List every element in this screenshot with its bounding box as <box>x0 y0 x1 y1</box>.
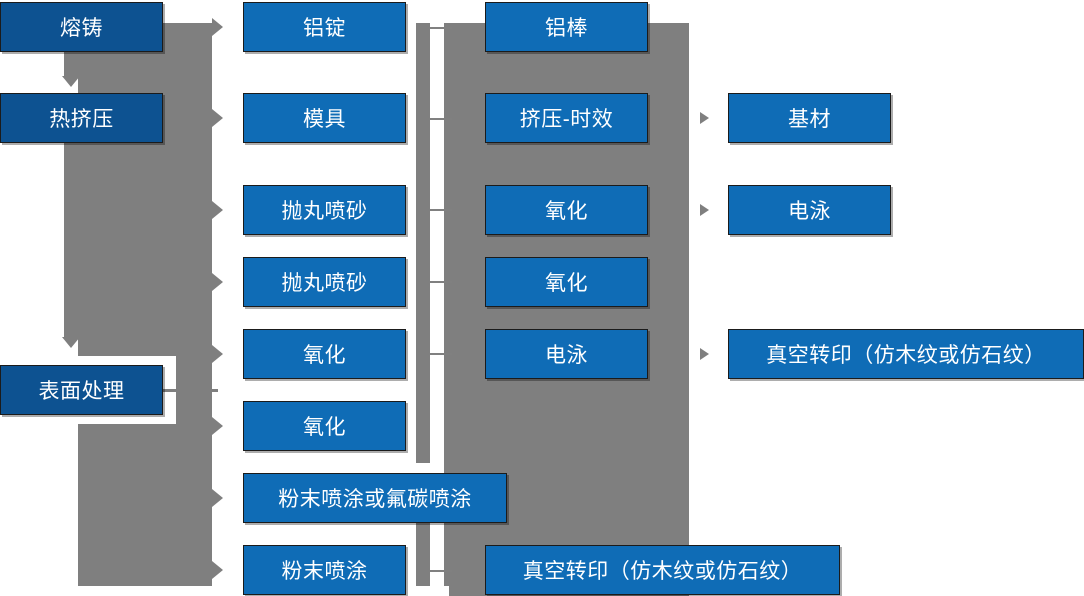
process-box-oxidation-1[interactable]: 氧化 <box>485 185 648 235</box>
material-box-shot-blasting-2[interactable]: 抛丸喷砂 <box>243 257 406 307</box>
stage-box-melting[interactable]: 熔铸 <box>0 2 163 52</box>
stage-box-surface-treatment[interactable]: 表面处理 <box>0 365 163 415</box>
material-label: 抛丸喷砂 <box>281 200 368 223</box>
connector-tick-4 <box>430 281 452 283</box>
connector-arrow-to-mat-2 <box>212 109 223 127</box>
connector-arrow-to-mat-3 <box>212 201 223 219</box>
connector-riser-gap <box>430 23 444 586</box>
stage-label: 熔铸 <box>60 17 103 40</box>
connector-arrow-to-mat-7 <box>212 489 223 507</box>
process-box-oxidation-2[interactable]: 氧化 <box>485 257 648 307</box>
connector-arrow-to-mat-8 <box>212 561 223 579</box>
connector-stage3-stub-2 <box>163 389 218 392</box>
connector-stage2-to-stage3-shaft <box>64 143 78 339</box>
process-label: 氧化 <box>545 272 588 295</box>
connector-tick-2 <box>430 118 452 120</box>
connector-arrow-to-mat-5 <box>212 345 223 363</box>
process-box-electrophoresis[interactable]: 电泳 <box>485 329 648 379</box>
output-label: 真空转印（仿木纹或仿石纹） <box>766 344 1046 367</box>
connector-arrow-to-mat-1 <box>212 18 223 36</box>
material-label: 抛丸喷砂 <box>281 272 368 295</box>
connector-riser-right <box>444 23 454 586</box>
process-label: 氧化 <box>545 200 588 223</box>
connector-tick-1 <box>430 27 452 29</box>
stage-box-hot-extrusion[interactable]: 热挤压 <box>0 93 163 143</box>
output-label: 基材 <box>788 108 831 131</box>
connector-stage1-to-stage2-arrow <box>62 76 80 87</box>
connector-arrow-to-out-1 <box>700 112 709 124</box>
material-label: 粉末喷涂或氟碳喷涂 <box>278 488 472 511</box>
connector-stage2-to-stage3-arrow <box>62 337 80 348</box>
material-box-aluminum-ingot[interactable]: 铝锭 <box>243 2 406 52</box>
material-label: 铝锭 <box>303 17 346 40</box>
connector-tick-3 <box>430 209 452 211</box>
material-box-oxidation-2[interactable]: 氧化 <box>243 401 406 451</box>
output-label: 电泳 <box>788 200 831 223</box>
material-label: 氧化 <box>303 344 346 367</box>
process-label: 铝棒 <box>545 17 588 40</box>
stage-label: 热挤压 <box>49 108 114 131</box>
connector-arrow-to-mat-4 <box>212 273 223 291</box>
connector-tick-6 <box>430 570 452 572</box>
material-box-powder-coating[interactable]: 粉末喷涂 <box>243 545 406 595</box>
output-box-electrophoresis[interactable]: 电泳 <box>728 185 891 235</box>
connector-arrow-to-mat-6 <box>212 417 223 435</box>
material-label: 粉末喷涂 <box>281 560 368 583</box>
process-box-aluminum-bar[interactable]: 铝棒 <box>485 2 648 52</box>
connector-arrow-to-out-2 <box>700 204 709 216</box>
connector-riser-left <box>416 23 430 586</box>
connector-stage1-to-stage2-shaft <box>64 52 78 78</box>
material-box-oxidation-1[interactable]: 氧化 <box>243 329 406 379</box>
process-label: 真空转印（仿木纹或仿石纹） <box>522 560 803 583</box>
material-label: 氧化 <box>303 416 346 439</box>
material-box-mold[interactable]: 模具 <box>243 93 406 143</box>
process-box-extrusion-aging[interactable]: 挤压-时效 <box>485 93 648 143</box>
material-label: 模具 <box>303 108 346 131</box>
output-box-base-material[interactable]: 基材 <box>728 93 891 143</box>
process-box-vacuum-transfer-print[interactable]: 真空转印（仿木纹或仿石纹） <box>485 545 840 595</box>
process-label: 电泳 <box>545 344 588 367</box>
material-box-powder-or-fluorocarbon-coating[interactable]: 粉末喷涂或氟碳喷涂 <box>243 473 507 523</box>
connector-tick-5 <box>430 353 452 355</box>
output-box-vacuum-transfer-print[interactable]: 真空转印（仿木纹或仿石纹） <box>728 329 1084 379</box>
material-box-shot-blasting-1[interactable]: 抛丸喷砂 <box>243 185 406 235</box>
process-label: 挤压-时效 <box>519 108 614 131</box>
stage-label: 表面处理 <box>38 380 125 403</box>
connector-arrow-to-out-3 <box>700 348 709 360</box>
